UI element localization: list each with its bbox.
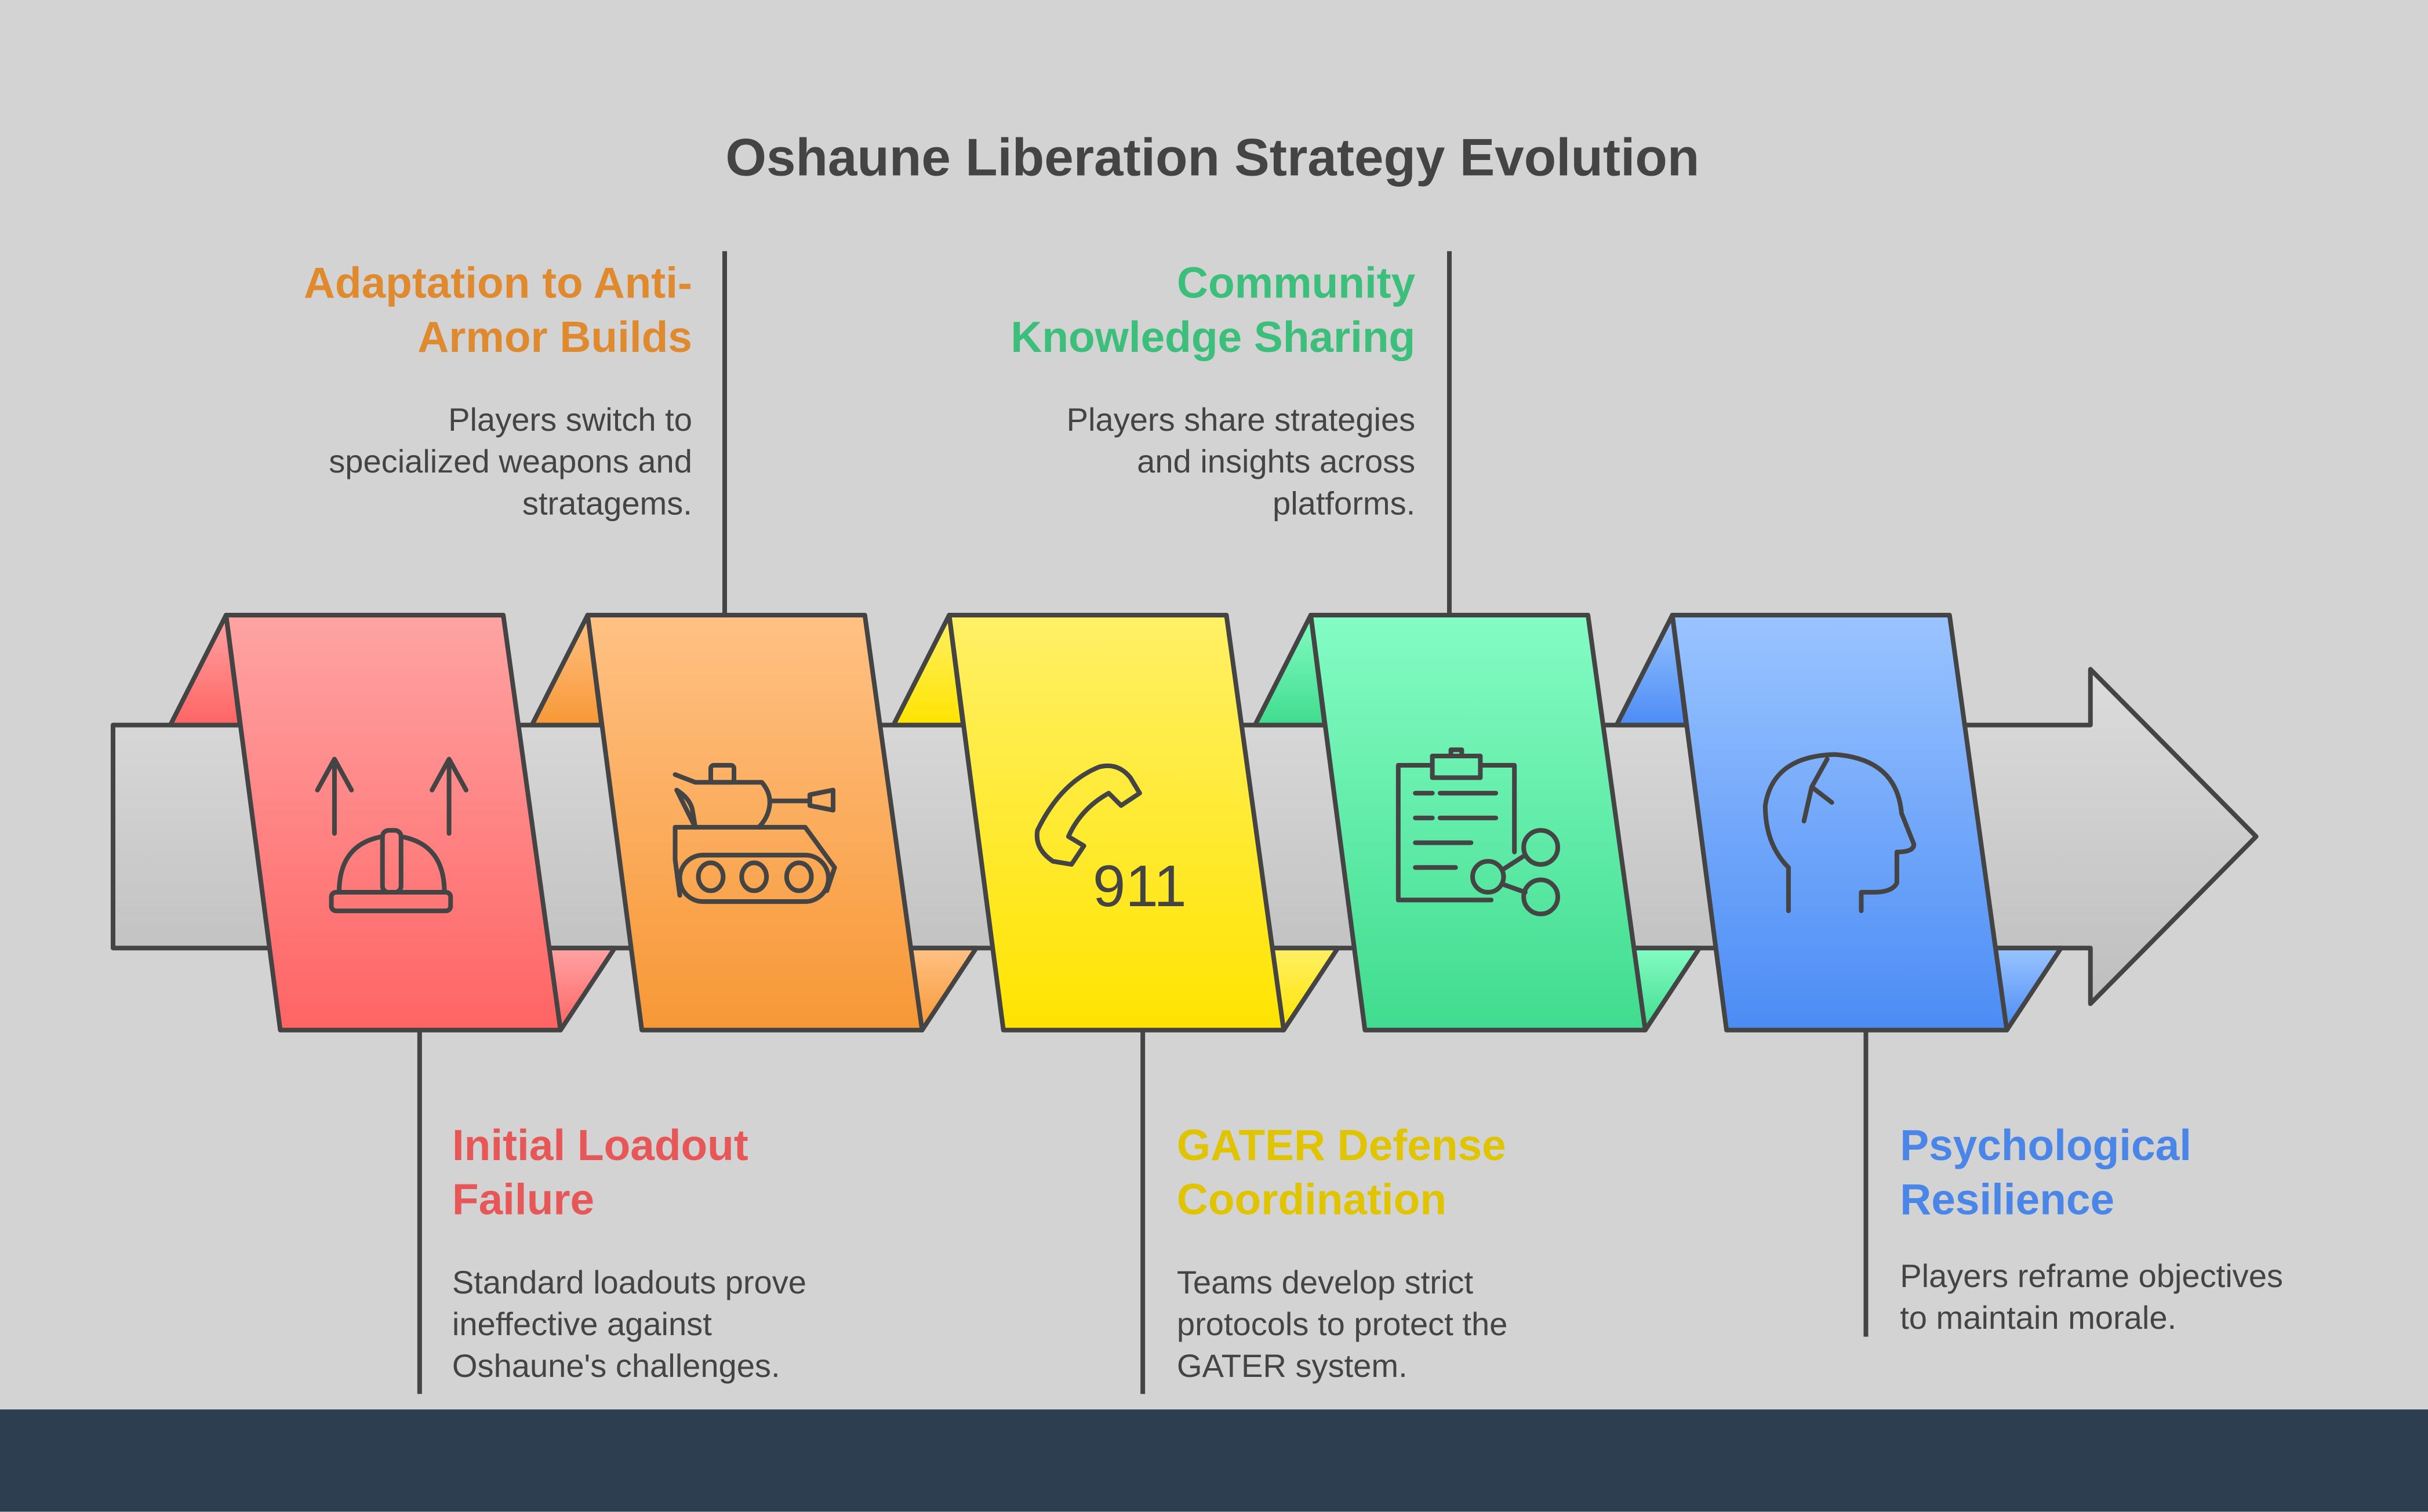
step-description: Players reframe objectives [1900, 1257, 2283, 1294]
step-panel-orange [529, 612, 979, 1033]
step-title: Coordination [1177, 1175, 1446, 1224]
step-panel-blue [1614, 612, 2063, 1033]
step-description: Oshaune's challenges. [452, 1347, 780, 1384]
step-description: Standard loadouts prove [452, 1264, 806, 1300]
page-title: Oshaune Liberation Strategy Evolution [725, 128, 1699, 187]
step-description: ineffective against [452, 1306, 712, 1342]
step-title: Armor Builds [417, 312, 692, 361]
step-description: protocols to protect the [1177, 1306, 1507, 1342]
step-description: GATER system. [1177, 1347, 1408, 1384]
step-description: Players switch to [448, 401, 692, 438]
panel-body [947, 612, 1286, 1033]
hard-hat-arrows-icon [315, 757, 468, 914]
step-panel-yellow [891, 612, 1340, 1033]
phone-911-icon: 911 [1034, 763, 1187, 919]
panel-body [585, 612, 925, 1033]
connector-lines [417, 251, 1869, 1394]
svg-text:911: 911 [1093, 853, 1187, 919]
head-crack-icon [1762, 752, 1917, 914]
step-title: Resilience [1900, 1175, 2114, 1224]
step-title: GATER Defense [1177, 1121, 1506, 1169]
step-description: platforms. [1273, 485, 1415, 521]
step-description: Teams develop strict [1177, 1264, 1474, 1300]
step-title: Adaptation to Anti- [304, 258, 692, 307]
step-description: to maintain morale. [1900, 1299, 2176, 1336]
clipboard-share-icon [1395, 747, 1560, 917]
step-title: Knowledge Sharing [1011, 312, 1415, 361]
footer-bar [0, 1409, 2428, 1512]
panel-body [1308, 612, 1648, 1033]
step-description: stratagems. [522, 485, 692, 521]
step-title: Failure [452, 1175, 594, 1224]
step-title: Initial Loadout [452, 1121, 748, 1169]
step-title: Psychological [1900, 1121, 2191, 1169]
step-description: and insights across [1137, 443, 1415, 479]
step-description: specialized weapons and [329, 443, 692, 479]
tank-icon [673, 763, 837, 904]
step-title: Community [1177, 258, 1416, 307]
panel-body [1670, 612, 2009, 1033]
step-panel-red [168, 612, 617, 1033]
panel-body [223, 612, 563, 1033]
step-panel-green [1252, 612, 1702, 1033]
step-description: Players share strategies [1067, 401, 1416, 438]
